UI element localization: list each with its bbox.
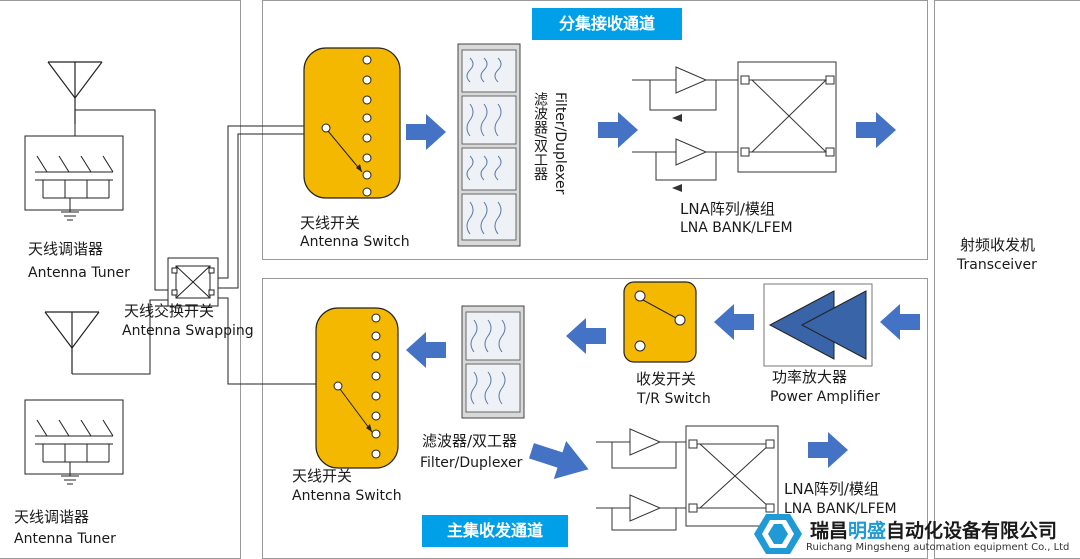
antenna-switch-top-cn: 天线开关 (300, 214, 361, 232)
swapping-en: Antenna Swapping (122, 323, 254, 339)
tuner-top-en: Antenna Tuner (28, 265, 130, 281)
tr-switch-cn: 收发开关 (636, 370, 697, 388)
swapping-cn: 天线交换开关 (124, 302, 215, 320)
tr-switch-en: T/R Switch (637, 391, 711, 407)
tuner-top-cn: 天线调谐器 (28, 240, 104, 258)
transceiver-cn: 射频收发机 (960, 236, 1036, 254)
filter-top-en: Filter/Duplexer (552, 92, 568, 195)
logo-mark (754, 514, 802, 554)
tuner-bottom-cn: 天线调谐器 (14, 508, 90, 526)
lna-top-cn: LNA阵列/模组 (680, 200, 775, 218)
company-logo-text: 瑞昌明盛自动化设备有限公司 (810, 516, 1057, 543)
filter-bottom-en: Filter/Duplexer (420, 455, 523, 471)
filter-bottom-cn: 滤波器/双工器 (422, 432, 518, 450)
logo-name-c: 自动化设备有限公司 (886, 520, 1058, 542)
antenna-switch-bottom-cn: 天线开关 (292, 467, 353, 485)
lna-top-en: LNA BANK/LFEM (680, 220, 793, 236)
logo-name-a: 瑞昌 (810, 520, 849, 542)
power-amp-cn: 功率放大器 (772, 368, 848, 386)
transceiver-panel (934, 0, 1080, 559)
filter-top-cn: 滤波器/双工器 (532, 92, 548, 181)
antenna-switch-top-en: Antenna Switch (300, 234, 410, 250)
power-amp-en: Power Amplifier (770, 389, 880, 405)
transceiver-en: Transceiver (957, 257, 1037, 273)
antenna-switch-bottom-en: Antenna Switch (292, 488, 402, 504)
company-logo-subtitle: Ruichang Mingsheng automation equipment … (806, 542, 1070, 553)
logo-name-b: 明盛 (848, 520, 887, 542)
tx-section-title: 主集收发通道 (422, 515, 568, 547)
rx-section-title: 分集接收通道 (532, 8, 682, 40)
lna-bottom-cn: LNA阵列/模组 (784, 480, 879, 498)
lna-bottom-en: LNA BANK/LFEM (784, 501, 897, 517)
tuner-bottom-en: Antenna Tuner (14, 531, 116, 547)
